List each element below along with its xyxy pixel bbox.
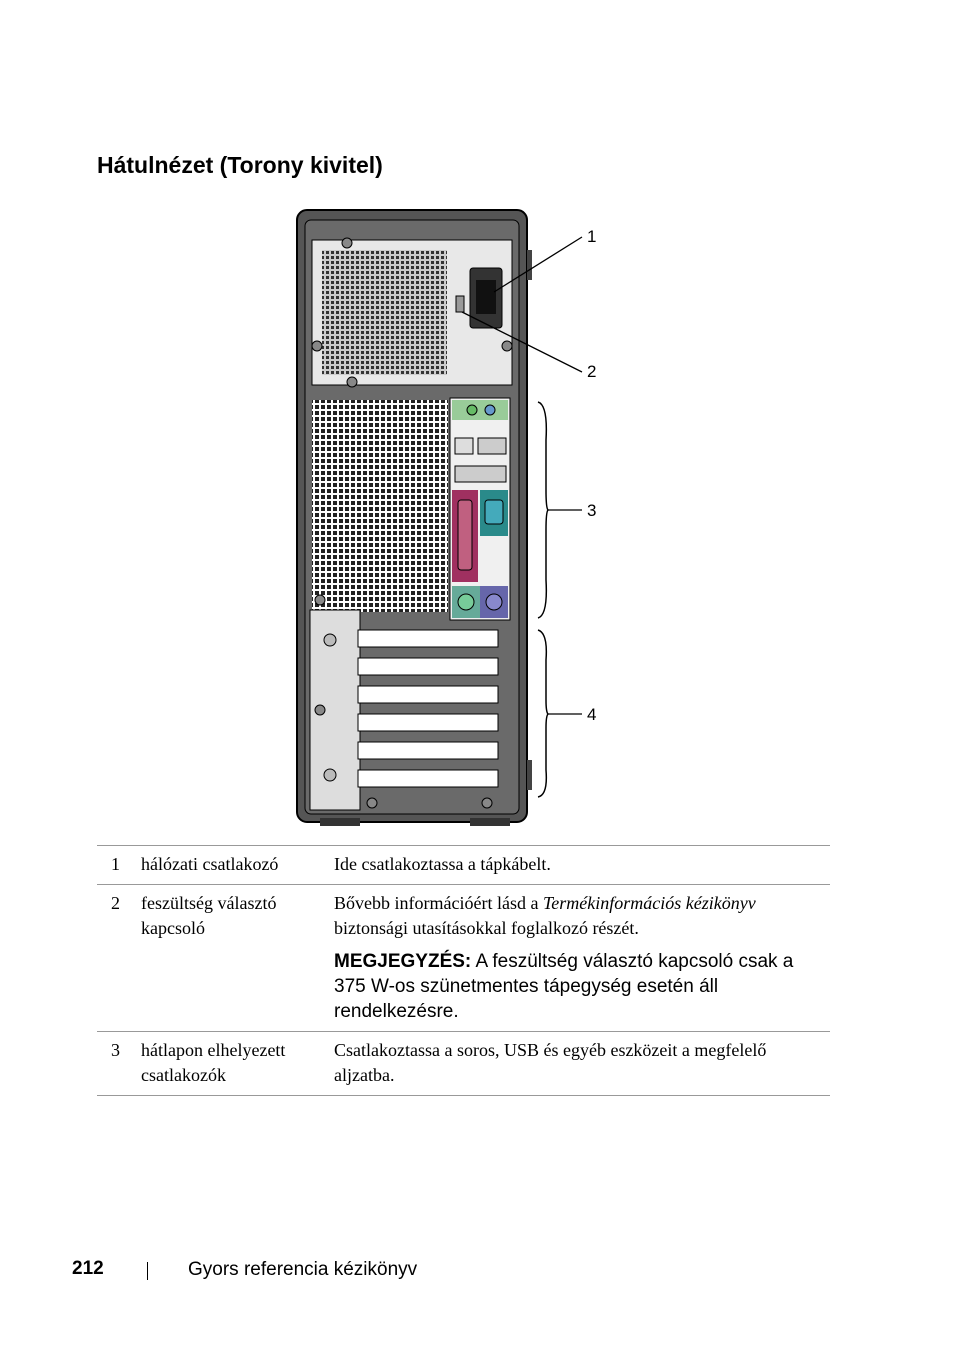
callout-2: 2 (587, 362, 597, 381)
desc-text: biztonsági utasításokkal foglalkozó rész… (334, 918, 639, 938)
manual-title: Termékinformációs kézikönyv (542, 893, 756, 913)
row-number: 3 (111, 1040, 120, 1060)
row-number: 1 (111, 854, 120, 874)
note: MEGJEGYZÉS: A feszültség választó kapcso… (334, 949, 830, 1024)
rear-vent-grill (312, 400, 448, 612)
callout-1: 1 (587, 227, 597, 246)
callout-4: 4 (587, 705, 597, 724)
footer-divider (147, 1262, 148, 1280)
footer-title: Gyors referencia kézikönyv (188, 1259, 418, 1280)
psu-fan-grill (322, 250, 447, 375)
page-heading: Hátulnézet (Torony kivitel) (97, 152, 383, 178)
brace-4 (537, 629, 550, 798)
note-label: MEGJEGYZÉS: (334, 951, 472, 972)
row-name: hátlapon elhelyezett csatlakozók (141, 1040, 286, 1085)
page-number: 212 (72, 1258, 104, 1279)
row-name: feszültség választó kapcsoló (141, 893, 277, 938)
legend-table: 1 hálózati csatlakozó Ide csatlakoztassa… (97, 845, 830, 1096)
callout-3: 3 (587, 501, 597, 520)
note-text: A feszültség választó kapcsoló csak a 37… (334, 951, 794, 1022)
brace-3 (537, 401, 550, 619)
table-row: 3 hátlapon elhelyezett csatlakozók Csatl… (97, 1031, 830, 1096)
row-name: hálózati csatlakozó (141, 854, 279, 874)
table-row: 1 hálózati csatlakozó Ide csatlakoztassa… (97, 845, 830, 885)
network-port (454, 437, 474, 455)
tower-back-illustration (296, 209, 583, 826)
row-number: 2 (111, 893, 120, 913)
row-description: Ide csatlakoztassa a tápkábelt. (334, 854, 551, 874)
voltage-switch (455, 295, 465, 313)
desc-text: Bővebb információért lásd a (334, 893, 543, 913)
row-description: Csatlakoztassa a soros, USB és egyéb esz… (334, 1040, 767, 1085)
table-row: 2 feszültség választó kapcsoló Bővebb in… (97, 884, 830, 1032)
usb-ports (477, 437, 507, 455)
row-description: Bővebb információért lásd a Termékinform… (334, 885, 830, 1032)
expansion-slots (357, 629, 499, 788)
audio-ports (452, 400, 508, 420)
